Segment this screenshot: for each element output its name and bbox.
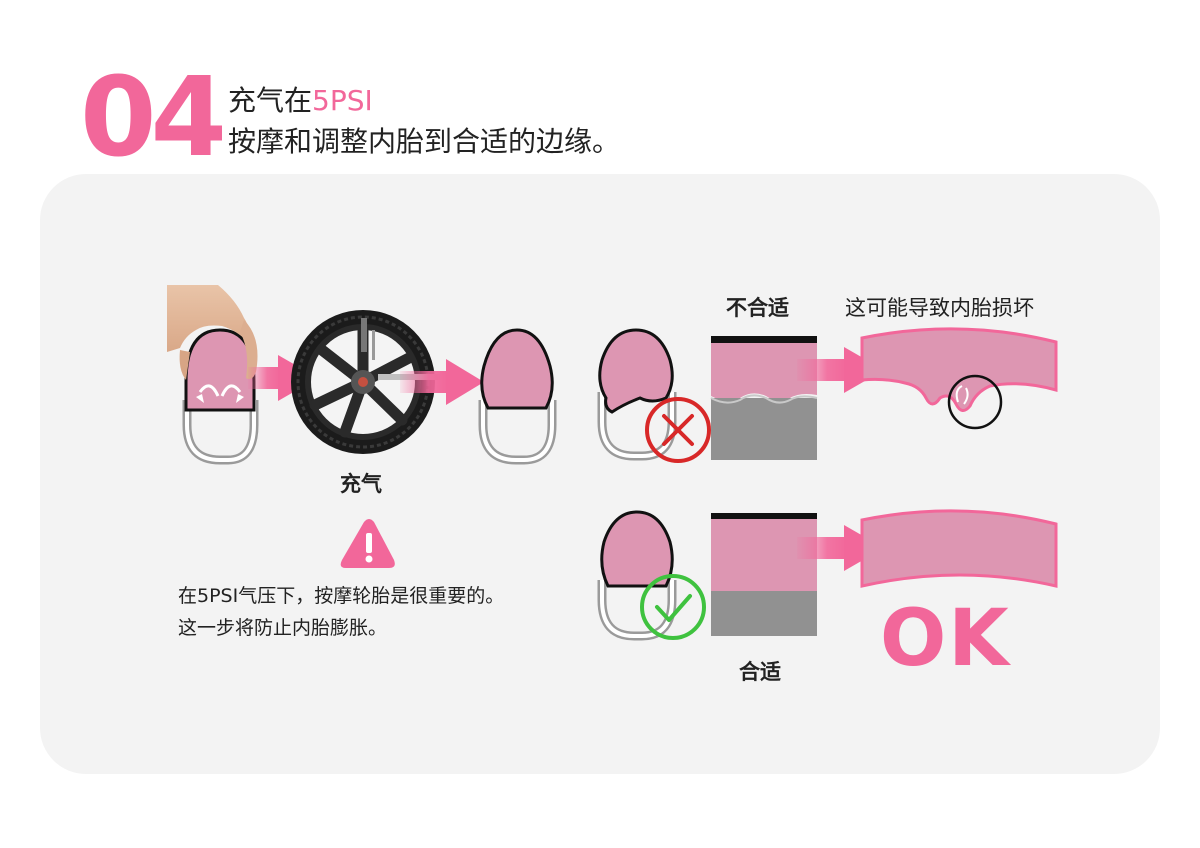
check-circle-icon [640,574,706,640]
ok-text: OK [880,594,1011,684]
title-accent-pressure: 5PSI [312,84,373,117]
step-title-line2: 按摩和调整内胎到合适的边缘。 [228,125,621,158]
step-number: 04 [80,53,227,181]
tube-cross-section-wrong [597,328,677,461]
tube-cross-section-inflated [478,328,557,465]
good-tube-strip [860,509,1058,588]
hand-image [167,285,258,380]
tire-block-wrong [710,336,818,460]
title-prefix: 充气在 [228,84,313,117]
wheel-image [291,310,440,454]
cross-circle-icon [645,397,711,463]
warning-icon [340,519,395,568]
label-suitable: 合适 [739,660,781,684]
tire-block-right [711,513,817,636]
label-may-damage: 这可能导致内胎损坏 [845,296,1034,320]
label-unsuitable: 不合适 [726,296,789,320]
note-line2: 这一步将防止内胎膨胀。 [178,617,388,639]
label-inflate: 充气 [340,472,382,496]
damaged-tube-strip [860,327,1058,430]
warning-note: 在5PSI气压下，按摩轮胎是很重要的。 这一步将防止内胎膨胀。 [178,580,504,644]
instruction-panel [40,174,1160,774]
step-title-line1: 充气在5PSI [228,84,373,118]
tube-cross-section-massage [182,328,259,465]
note-line1: 在5PSI气压下，按摩轮胎是很重要的。 [178,585,505,607]
tube-cross-section-right [597,510,677,641]
arrow-to-inflated-tube [400,359,484,405]
